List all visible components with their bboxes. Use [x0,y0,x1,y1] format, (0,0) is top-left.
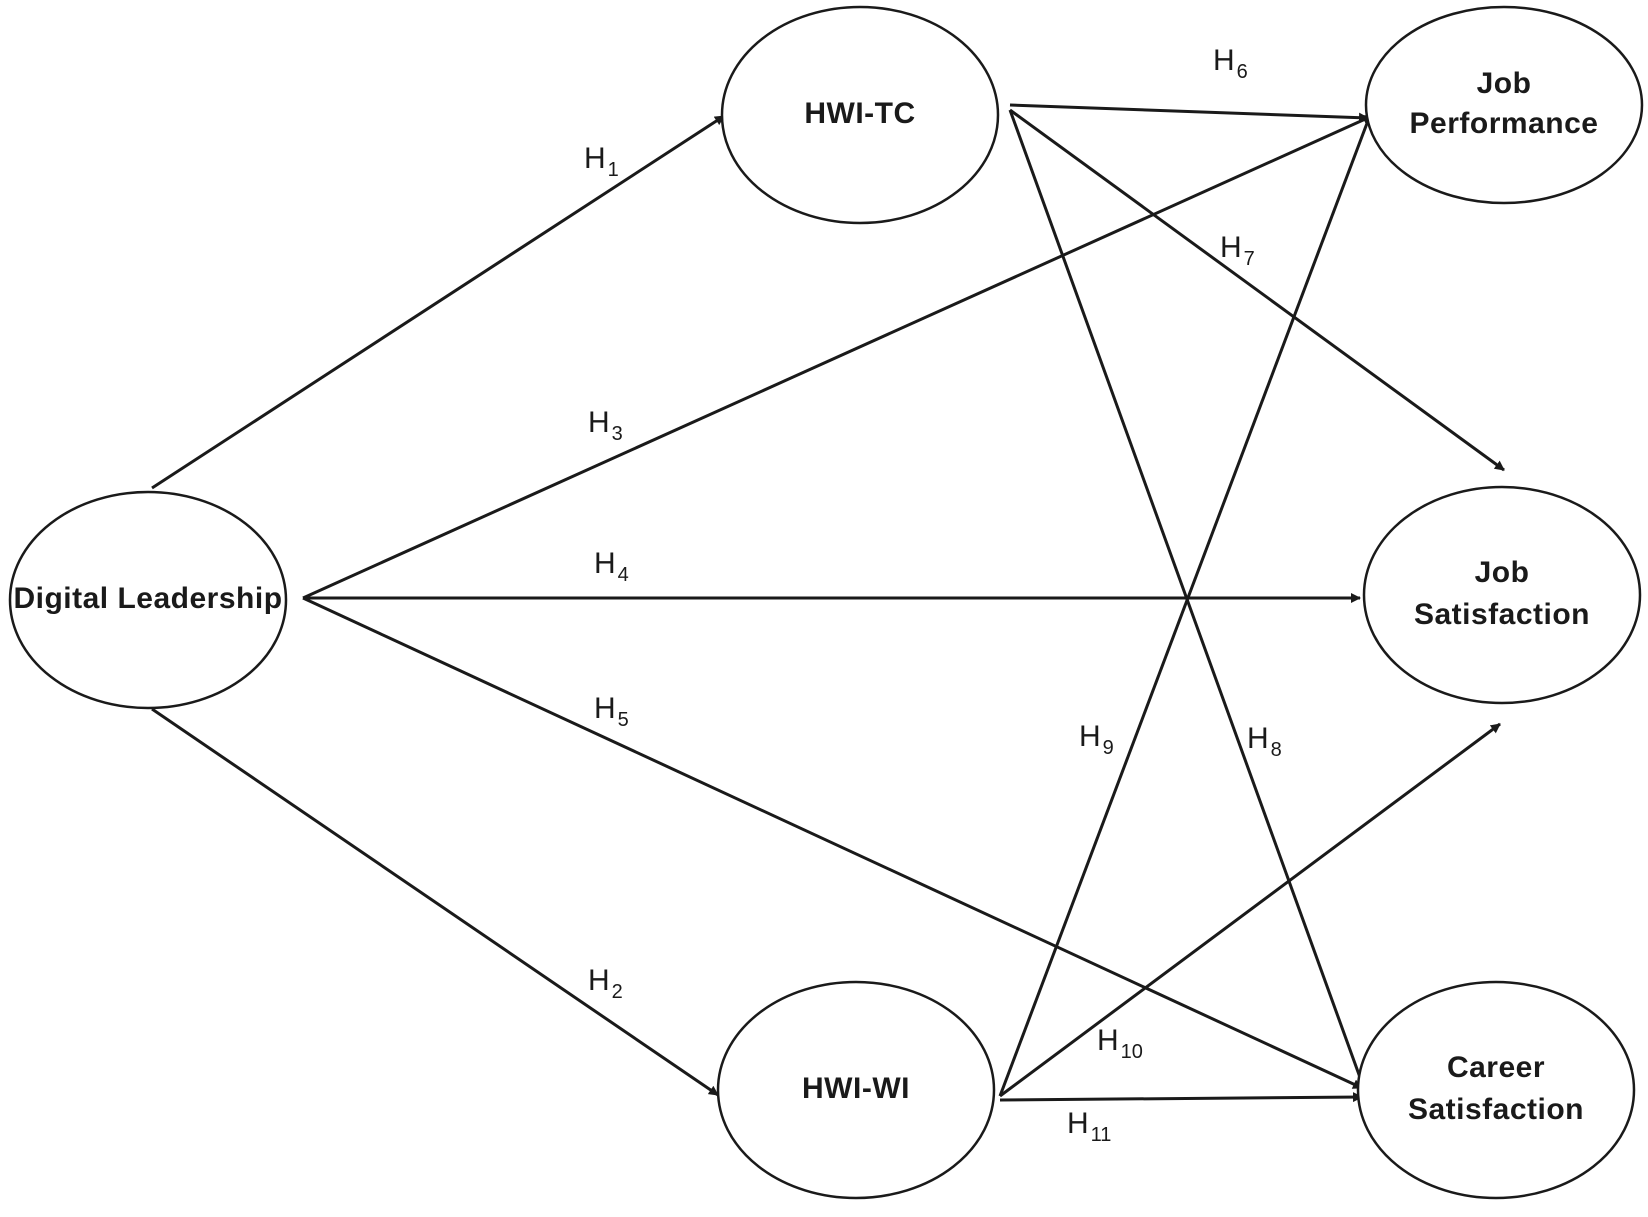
hypothesis-letter: H [1247,722,1269,755]
hypothesis-letter: H [1097,1024,1119,1057]
hypothesis-letter: H [1079,720,1101,753]
arrow-h8-hwi_tc-to-cs [1008,109,1368,1095]
hypothesis-paths [151,103,1505,1103]
hypothesis-letter: H [1213,44,1235,77]
hypothesis-subscript: 10 [1121,1041,1143,1063]
hypothesis-subscript: 3 [612,423,623,445]
hypothesis-letter: H [594,547,616,580]
hypothesis-subscript: 1 [608,159,619,181]
hypothesis-letter: H [594,692,616,725]
node-hwi-tc: HWI-TC [720,5,1000,225]
arrow-h11-hwi_wi-to-cs [999,1092,1363,1103]
hypothesis-letter: H [588,406,610,439]
arrow-h10-hwi_wi-to-js [999,722,1501,1098]
arrow-h1-dl-to-hwi_tc [151,114,725,490]
node-label-line: HWI-WI [802,1072,910,1105]
arrow-h6-hwi_tc-to-jp [1009,103,1369,123]
node-label-line: Career [1447,1051,1545,1084]
node-ellipse [716,980,996,1200]
node-ellipse [720,5,1000,225]
hypothesis-subscript: 5 [618,709,629,731]
construct-nodes: Digital LeadershipHWI-TCHWI-WIJobPerform… [8,5,1644,1200]
hypothesis-letter: H [1220,231,1242,264]
node-label-line: Performance [1410,107,1599,140]
node-ellipse [8,490,288,710]
hypothesis-subscript: 8 [1271,739,1282,761]
hypothesis-subscript: 2 [612,981,623,1003]
node-label-line: Satisfaction [1414,598,1590,631]
node-ellipse [1356,980,1636,1200]
arrow-h5-dl-to-cs [302,596,1363,1090]
arrow-h2-dl-to-hwi_wi [151,707,719,1097]
node-hwi-wi: HWI-WI [716,980,996,1200]
node-ellipse [1362,485,1642,705]
hypothesis-letter: H [588,964,610,997]
hypothesis-subscript: 6 [1237,61,1248,83]
hypothesis-letter: H [1067,1107,1089,1140]
arrow-h9-hwi_wi-to-jp [998,109,1374,1097]
arrow-h7-hwi_tc-to-js [1009,108,1505,472]
node-ellipse [1364,5,1644,205]
hypothesis-subscript: 11 [1091,1124,1112,1146]
hypothesis-letter: H [584,142,606,175]
node-label-line: Job [1475,556,1530,589]
hypothesis-subscript: 9 [1103,737,1114,759]
node-label-line: HWI-TC [804,97,915,130]
hypothesis-subscript: 7 [1244,248,1255,270]
hypothesis-subscript: 4 [618,564,629,586]
node-label-line: Satisfaction [1408,1093,1584,1126]
node-label-line: Digital Leadership [13,582,282,615]
node-dl: Digital Leadership [8,490,288,710]
arrow-h3-dl-to-jp [302,114,1373,600]
node-label-line: Job [1477,67,1532,100]
